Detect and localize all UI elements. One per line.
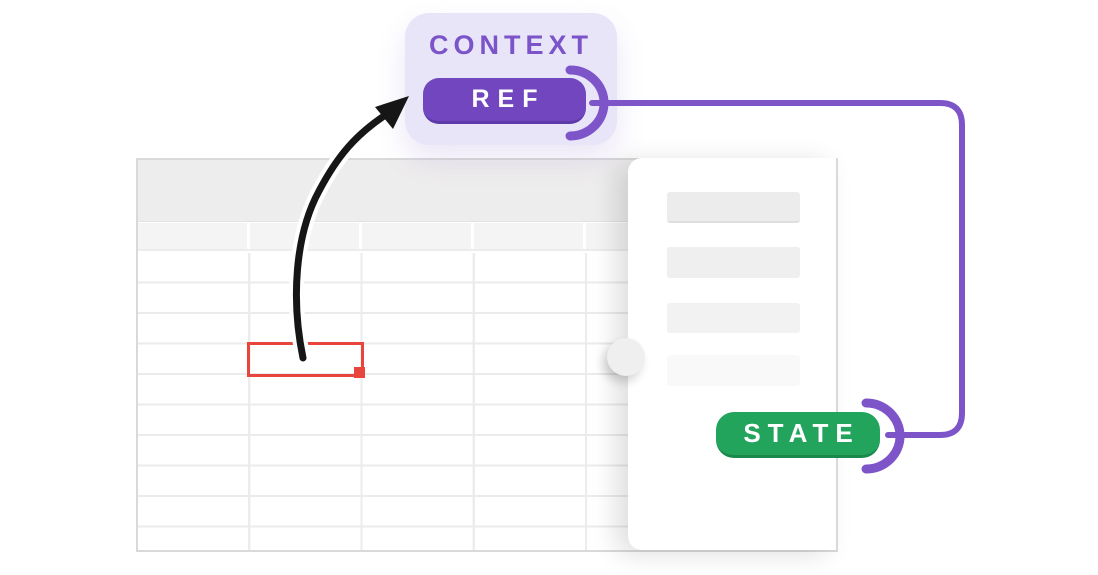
ref-badge: REF [423,78,586,124]
selected-cell[interactable] [247,342,365,378]
context-box: CONTEXT REF [405,13,617,145]
ref-label: REF [471,85,546,113]
panel-placeholder-row [667,192,800,223]
context-label: CONTEXT [428,30,593,60]
side-panel [628,158,838,550]
panel-drag-handle-icon[interactable] [607,338,645,376]
panel-placeholder-row [667,355,800,386]
panel-placeholder-row [667,247,800,278]
fill-handle-icon[interactable] [354,367,365,378]
state-label: STATE [743,418,860,448]
state-badge: STATE [716,412,880,458]
arrow-head [375,96,409,129]
panel-placeholder-row [667,303,800,333]
